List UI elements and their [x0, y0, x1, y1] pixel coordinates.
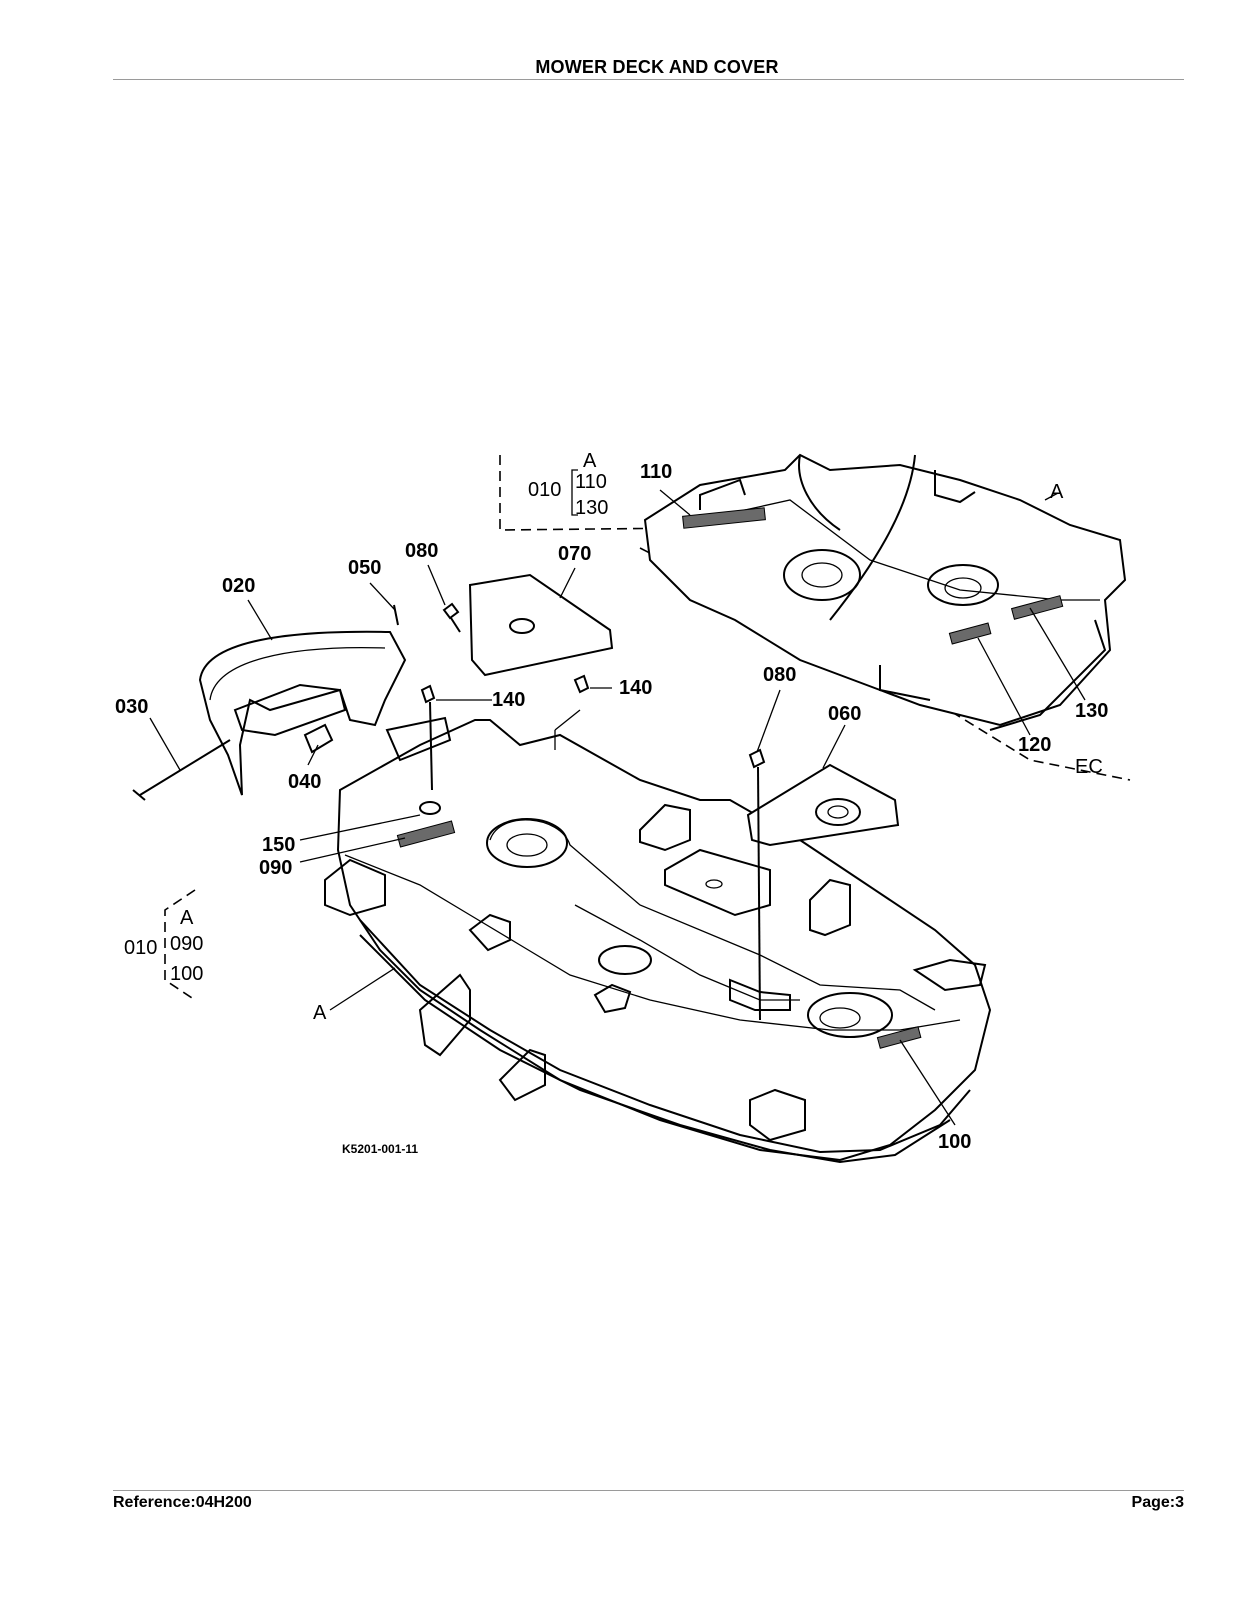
callout-030: 030 — [115, 696, 148, 718]
marker-ec: EC — [1075, 756, 1103, 778]
pulley-cover-070 — [468, 573, 614, 677]
callout-040: 040 — [288, 771, 321, 793]
callout-060: 060 — [828, 703, 861, 725]
marker-a-left: A — [313, 1002, 327, 1024]
inset-top: A 110 130 010 — [528, 450, 608, 519]
callout-050: 050 — [348, 557, 381, 579]
callout-140-left: 140 — [492, 689, 525, 711]
callout-020: 020 — [222, 575, 255, 597]
callout-080-right: 080 — [763, 664, 796, 686]
callout-150: 150 — [262, 834, 295, 856]
callout-070: 070 — [558, 543, 591, 565]
callout-labels: 020 050 080 070 110 030 040 140 140 150 … — [115, 461, 1108, 1153]
inset-top-ref: 010 — [528, 479, 561, 501]
footer-rule — [113, 1490, 1184, 1491]
inset-left: A 090 100 010 — [124, 889, 203, 1001]
callout-120: 120 — [1018, 734, 1051, 756]
upper-deck-view — [499, 453, 1131, 781]
page-title: MOWER DECK AND COVER — [535, 57, 779, 77]
inset-left-letter: A — [180, 907, 194, 929]
inset-top-part-1: 110 — [575, 471, 607, 493]
footer-reference: Reference:04H200 — [113, 1494, 252, 1511]
callout-110: 110 — [640, 461, 672, 483]
footer-page: Page:3 — [1131, 1494, 1184, 1511]
inset-top-part-2: 130 — [575, 497, 608, 519]
callout-130: 130 — [1075, 700, 1108, 722]
header-rule — [113, 79, 1184, 80]
drawing-number: K5201-001-11 — [342, 1142, 418, 1156]
callout-080-top: 080 — [405, 540, 438, 562]
callout-090: 090 — [259, 857, 292, 879]
inset-left-part-1: 090 — [170, 933, 203, 955]
bolts — [419, 602, 766, 1021]
marker-a-top: A — [1050, 481, 1064, 503]
belt-cover — [132, 604, 407, 801]
inset-left-part-2: 100 — [170, 963, 203, 985]
inset-left-ref: 010 — [124, 937, 157, 959]
mower-deck-main — [324, 716, 992, 1164]
leader-lines — [149, 489, 1086, 1126]
pulley-cover-060 — [746, 763, 900, 847]
callout-100: 100 — [938, 1131, 971, 1153]
callout-140-right: 140 — [619, 677, 652, 699]
inset-top-letter: A — [583, 450, 597, 472]
